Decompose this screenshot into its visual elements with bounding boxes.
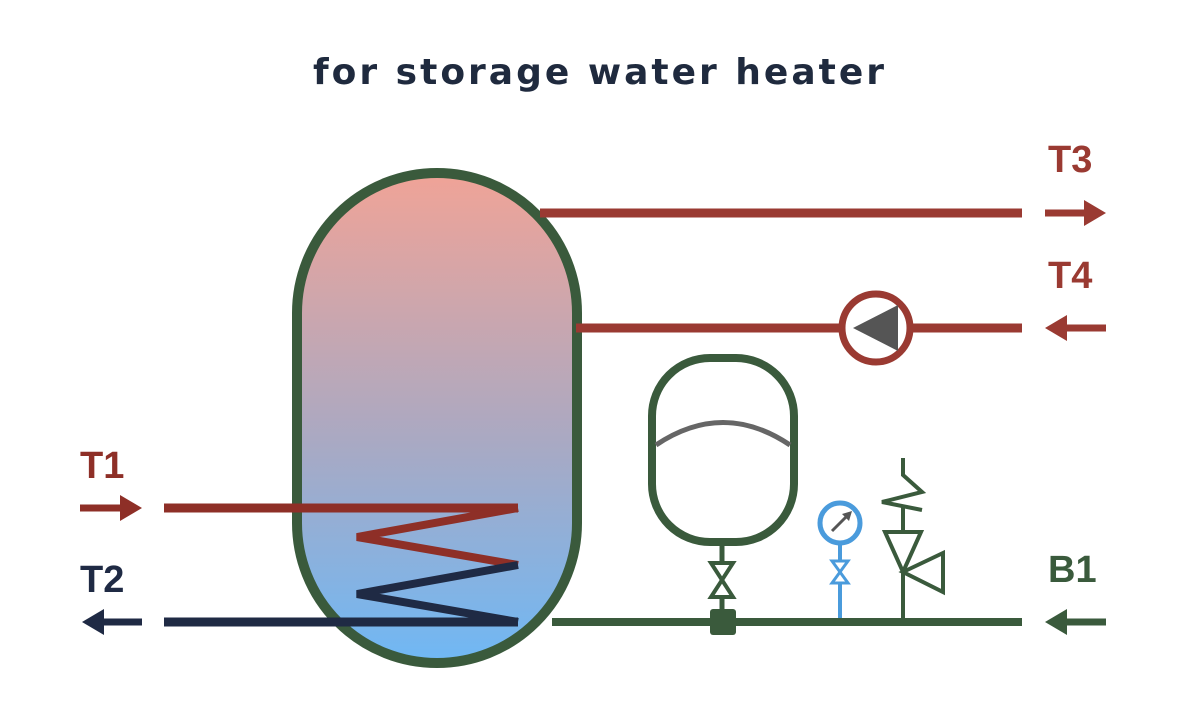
t3-outlet-line (540, 200, 1106, 226)
shutoff-valve-icon (707, 561, 737, 635)
pressure-gauge-icon (817, 500, 863, 618)
page-title: for storage water heater (313, 52, 887, 93)
t2-outlet-arrow (82, 609, 142, 635)
t1-inlet-arrow (80, 495, 142, 521)
b1-supply-line (552, 609, 1106, 635)
t4-return-line (576, 315, 1106, 341)
storage-tank (292, 168, 582, 668)
expansion-vessel-icon (648, 354, 798, 562)
label-t2: T2 (80, 559, 124, 601)
label-t4: T4 (1048, 255, 1092, 297)
heating-coil (164, 503, 519, 627)
safety-valve-icon (881, 458, 945, 618)
label-t3: T3 (1048, 139, 1092, 181)
label-t1: T1 (80, 445, 124, 487)
circulation-pump-icon (838, 290, 914, 366)
label-b1: B1 (1048, 549, 1097, 591)
